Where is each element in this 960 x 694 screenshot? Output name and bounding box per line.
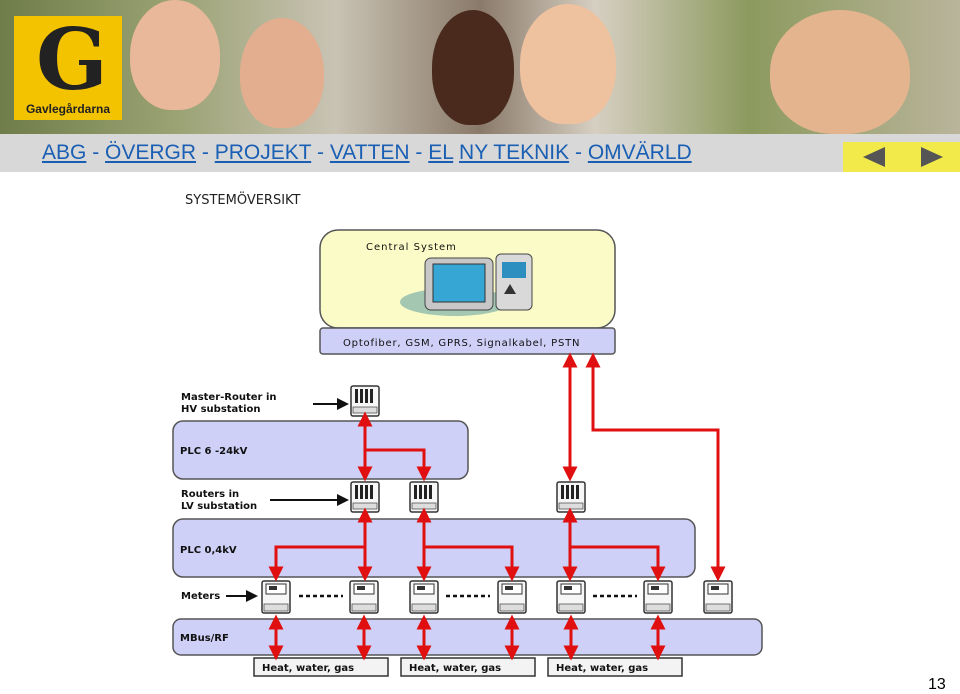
utility-label-2: Heat, water, gas xyxy=(409,663,501,674)
plc-hv-box xyxy=(172,420,469,480)
slide-nav-arrows xyxy=(843,142,960,172)
utility-box-2 xyxy=(400,657,536,677)
nav-link-el[interactable]: EL xyxy=(428,141,454,164)
system-overview-diagram: SYSTEMÖVERSIKT Central System Optofiber,… xyxy=(172,191,763,677)
computer-icon xyxy=(400,253,533,316)
nav-link-omvarld[interactable]: OMVÄRLD xyxy=(587,141,692,164)
nav-link-ny-teknik[interactable]: NY TEKNIK xyxy=(459,141,570,164)
meter-icon-2 xyxy=(349,580,379,614)
router-icon-2 xyxy=(409,481,439,513)
meter-icon-6 xyxy=(643,580,673,614)
person-photo-4 xyxy=(520,4,616,124)
communication-bar-label: Optofiber, GSM, GPRS, Signalkabel, PSTN xyxy=(343,338,580,349)
communication-bar xyxy=(319,327,616,355)
meter-icon-1 xyxy=(261,580,291,614)
header-banner: G Gavlegårdarna xyxy=(0,0,960,134)
utility-label-1: Heat, water, gas xyxy=(262,663,354,674)
central-system-label: Central System xyxy=(366,242,457,253)
routers-label-2: LV substation xyxy=(181,501,257,512)
gavlegardarna-logo: G Gavlegårdarna xyxy=(14,16,122,120)
mbus-rf-box xyxy=(172,618,763,656)
utility-box-1 xyxy=(253,657,389,677)
master-router-label-2: HV substation xyxy=(181,404,261,415)
nav-link-vatten[interactable]: VATTEN xyxy=(329,141,410,164)
plc-hv-label: PLC 6 -24kV xyxy=(180,446,248,457)
connection-lines xyxy=(268,352,726,661)
person-photo-5 xyxy=(770,10,910,134)
nav-links: ABG - ÖVERGR - PROJEKT - VATTEN - EL NY … xyxy=(42,141,692,164)
router-icon-1 xyxy=(350,481,380,513)
diagram-title: SYSTEMÖVERSIKT xyxy=(185,191,301,208)
meter-icon-7 xyxy=(703,580,733,614)
router-icon-3 xyxy=(556,481,586,513)
nav-link-projekt[interactable]: PROJEKT xyxy=(214,141,312,164)
person-photo-3 xyxy=(432,10,514,125)
person-photo-2 xyxy=(240,18,324,128)
master-router-label-1: Master-Router in xyxy=(181,392,277,403)
page-number: 13 xyxy=(928,676,946,693)
meter-icon-3 xyxy=(409,580,439,614)
logo-letter: G xyxy=(36,10,108,109)
mbus-rf-label: MBus/RF xyxy=(180,633,229,644)
master-router-icon xyxy=(350,385,380,417)
utility-label-3: Heat, water, gas xyxy=(556,663,648,674)
next-arrow-icon[interactable] xyxy=(921,147,943,167)
meter-icon-5 xyxy=(556,580,586,614)
logo-text: Gavlegårdarna xyxy=(25,102,111,116)
routers-label-1: Routers in xyxy=(181,489,239,500)
nav-bar: ABG - ÖVERGR - PROJEKT - VATTEN - EL NY … xyxy=(0,134,960,172)
meter-icon-4 xyxy=(497,580,527,614)
plc-lv-label: PLC 0,4kV xyxy=(180,545,237,556)
person-photo-1 xyxy=(130,0,220,110)
previous-arrow-icon[interactable] xyxy=(863,147,885,167)
nav-link-overgr[interactable]: ÖVERGR xyxy=(105,141,197,164)
meters-label: Meters xyxy=(181,591,220,602)
utility-box-3 xyxy=(547,657,683,677)
nav-link-abg[interactable]: ABG xyxy=(42,141,87,164)
